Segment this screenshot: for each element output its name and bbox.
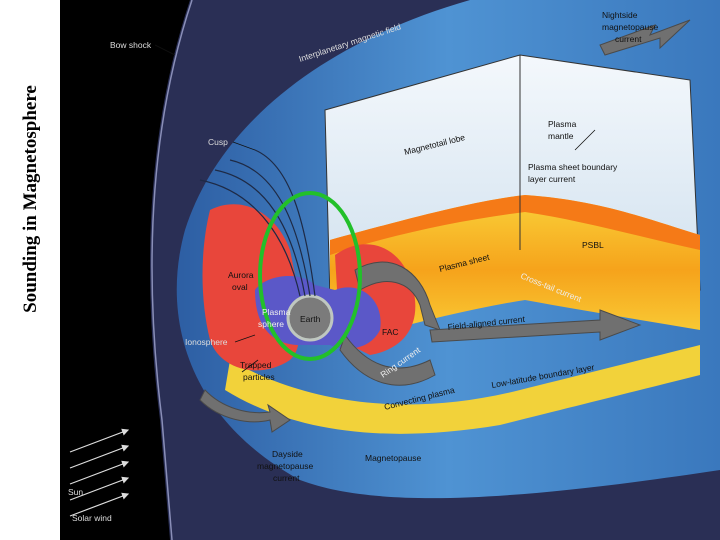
dayside-mp-label-2: magnetopause (257, 461, 314, 471)
magnetosphere-diagram: Bow shock Interplanetary magnetic field … (68, 0, 720, 540)
earth-label: Earth (300, 314, 321, 324)
psbl-layer (330, 195, 700, 255)
psbl-label: PSBL (582, 240, 604, 250)
cusp-field-lines (199, 149, 316, 297)
plasmasphere-label-2: sphere (258, 319, 284, 329)
dayside-mp-label-3: current (273, 473, 300, 483)
convecting-plasma-band (225, 345, 700, 434)
trapped-label-1: Trapped (240, 360, 272, 370)
aurora-oval-label-2: oval (232, 282, 248, 292)
solar-wind-arrows (69, 428, 130, 517)
magnetopause-label: Magnetopause (365, 453, 422, 463)
psbl-current-label-2: layer current (528, 174, 576, 184)
plasmasphere-label-1: Plasma (262, 307, 291, 317)
cusp-label: Cusp (208, 137, 228, 147)
dayside-mp-label-1: Dayside (272, 449, 303, 459)
bow-shock-line (151, 0, 193, 540)
ionosphere-label: Ionosphere (185, 337, 228, 347)
nightside-mp-label-2: magnetopause (602, 22, 659, 32)
plasma-mantle-label-1: Plasma (548, 119, 577, 129)
nightside-mp-label-1: Nightside (602, 10, 638, 20)
current-arrows (199, 19, 691, 433)
bow-shock-label: Bow shock (110, 40, 152, 50)
highlight-ellipse (258, 191, 362, 361)
title-panel: Sounding in Magnetosphere (0, 0, 60, 540)
psbl-current-label-1: Plasma sheet boundary (528, 162, 618, 172)
page-title: Sounding in Magnetosphere (20, 85, 41, 313)
solar-wind-label: Solar wind (72, 513, 112, 523)
trapped-label-2: particles (243, 372, 275, 382)
sun-label: Sun (68, 487, 83, 497)
fac-label: FAC (382, 327, 399, 337)
plasma-mantle-label-2: mantle (548, 131, 574, 141)
leader-lines (154, 44, 596, 373)
aurora-oval-label-1: Aurora (228, 270, 254, 280)
nightside-mp-label-3: current (615, 34, 642, 44)
